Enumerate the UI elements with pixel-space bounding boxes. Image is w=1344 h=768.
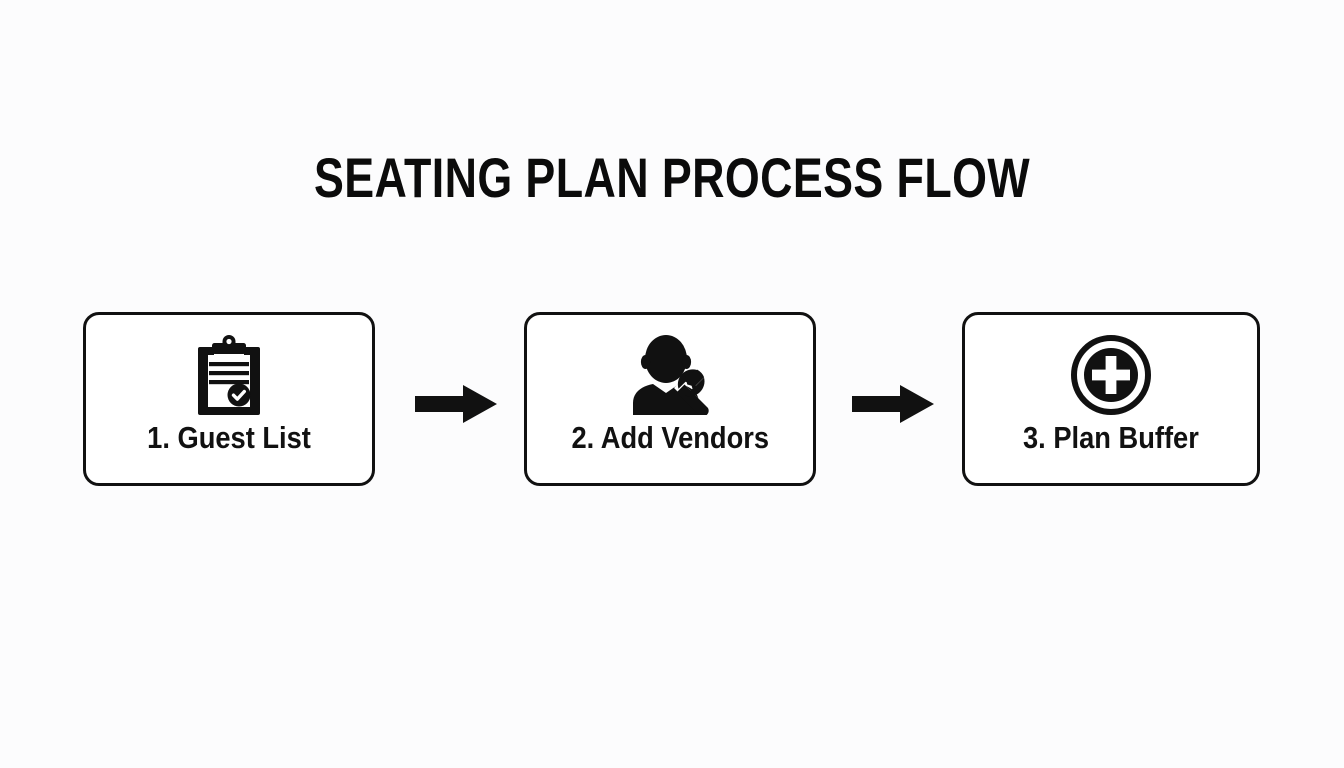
worker-wrench-icon: [625, 335, 715, 415]
process-flow-row: 1. Guest List: [83, 312, 1261, 492]
page-title: SEATING PLAN PROCESS FLOW: [313, 146, 1031, 209]
plus-circle-icon: [1071, 335, 1151, 415]
arrow-right-icon: [852, 385, 934, 423]
clipboard-check-icon: [192, 335, 266, 415]
step-label: 1. Guest List: [147, 420, 311, 455]
step-card-add-vendors[interactable]: 2. Add Vendors: [524, 312, 816, 486]
arrow-right-icon: [415, 385, 497, 423]
step-label: 3. Plan Buffer: [1023, 420, 1199, 455]
step-card-plan-buffer[interactable]: 3. Plan Buffer: [962, 312, 1260, 486]
step-card-guest-list[interactable]: 1. Guest List: [83, 312, 375, 486]
step-label: 2. Add Vendors: [571, 420, 769, 455]
